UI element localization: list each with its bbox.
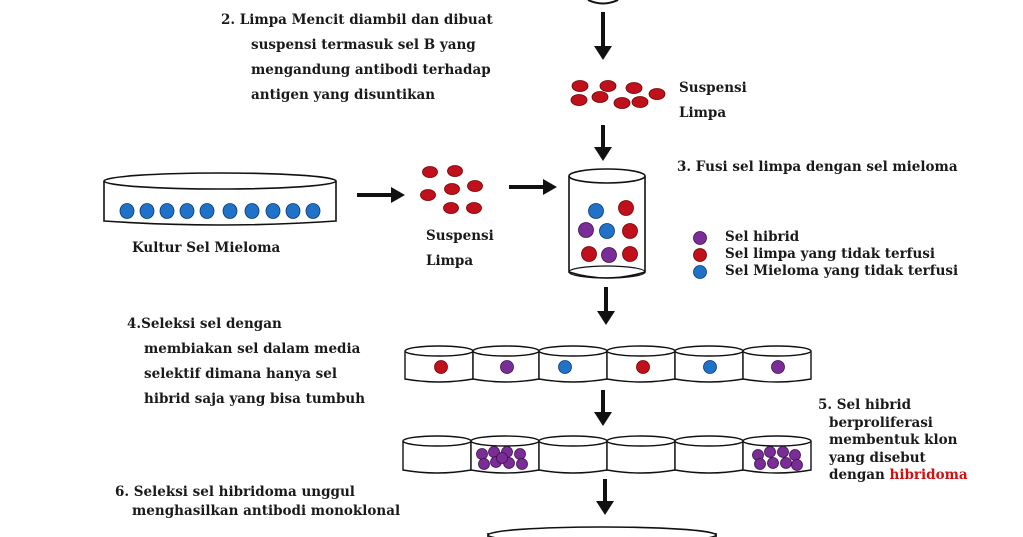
- legend-dots: [693, 231, 707, 279]
- selection-wells-row: [404, 345, 812, 383]
- legend-dot-purple: [693, 231, 707, 245]
- step4-line: 4.Seleksi sel dengan: [127, 316, 282, 332]
- arrowhead: [597, 311, 615, 325]
- clone-cluster-right: [752, 446, 803, 471]
- flow-arrows: [357, 12, 615, 515]
- arrowhead: [596, 501, 614, 515]
- step2-line: antigen yang disuntikan: [251, 87, 436, 103]
- step5-line: berproliferasi: [829, 414, 933, 431]
- hibridoma-highlight: hibridoma: [889, 467, 968, 483]
- fusion-tube: [568, 168, 646, 279]
- step5-last-line: dengan hibridoma: [818, 467, 968, 485]
- legend-dot-blue: [693, 265, 707, 279]
- step5-line: 5. Sel hibrid: [818, 397, 912, 413]
- step6-line: menghasilkan antibodi monoklonal: [132, 503, 401, 519]
- selection-well-cells: [434, 360, 785, 374]
- legend-label-mieloma: Sel Mieloma yang tidak terfusi: [725, 263, 959, 279]
- legend-dot-red: [693, 248, 707, 262]
- step4-line: selektif dimana hanya sel: [144, 366, 337, 382]
- step4-text: 4.Seleksi sel dengan membiakan sel dalam…: [127, 312, 365, 412]
- arrowhead: [594, 147, 612, 161]
- kultur-dish: [103, 172, 337, 226]
- suspensi-top-cells: [570, 80, 666, 109]
- legend-label-hibrid: Sel hibrid: [725, 229, 800, 245]
- suspensi-top-line2: Limpa: [679, 105, 727, 121]
- suspensi-mid-label: Suspensi Limpa: [426, 224, 494, 274]
- suspensi-top-line1: Suspensi: [679, 80, 747, 96]
- step4-line: membiakan sel dalam media: [144, 341, 361, 357]
- kultur-label: Kultur Sel Mieloma: [132, 240, 281, 256]
- arrowhead: [543, 179, 557, 195]
- legend: Sel hibrid Sel limpa yang tidak terfusi …: [725, 229, 958, 280]
- clone-cluster-left: [476, 446, 528, 470]
- suspensi-mid-line1: Suspensi: [426, 228, 494, 244]
- suspensi-mid-line2: Limpa: [426, 253, 474, 269]
- step6-line: 6. Seleksi sel hibridoma unggul: [115, 484, 355, 500]
- myeloma-cells: [119, 203, 321, 219]
- arrowhead: [391, 187, 405, 203]
- step5-line: membentuk klon: [829, 432, 958, 448]
- step6-text: 6. Seleksi sel hibridoma unggul menghasi…: [115, 483, 400, 521]
- step4-line: hibrid saja yang bisa tumbuh: [144, 391, 366, 407]
- step5-text: 5. Sel hibrid berproliferasi membentuk k…: [818, 397, 968, 485]
- step2-line: mengandung antibodi terhadap: [251, 62, 491, 78]
- step2-line: 2. Limpa Mencit diambil dan dibuat: [221, 12, 493, 28]
- arrowhead: [594, 412, 612, 426]
- step5-line: yang disebut: [829, 449, 926, 466]
- step2-text: 2. Limpa Mencit diambil dan dibuat suspe…: [221, 8, 493, 108]
- step5-last-prefix: dengan: [829, 467, 890, 483]
- suspensi-top-label: Suspensi Limpa: [679, 76, 747, 126]
- arrowhead: [594, 46, 612, 60]
- step3-label: 3. Fusi sel limpa dengan sel mieloma: [677, 159, 958, 175]
- final-dish-partial: [487, 526, 717, 537]
- suspensi-mid-cells: [420, 165, 483, 214]
- legend-label-limpa: Sel limpa yang tidak terfusi: [725, 246, 936, 262]
- step2-line: suspensi termasuk sel B yang: [251, 37, 476, 53]
- clone-wells-row: [402, 435, 812, 474]
- top-vessel-bottom: [587, 0, 619, 5]
